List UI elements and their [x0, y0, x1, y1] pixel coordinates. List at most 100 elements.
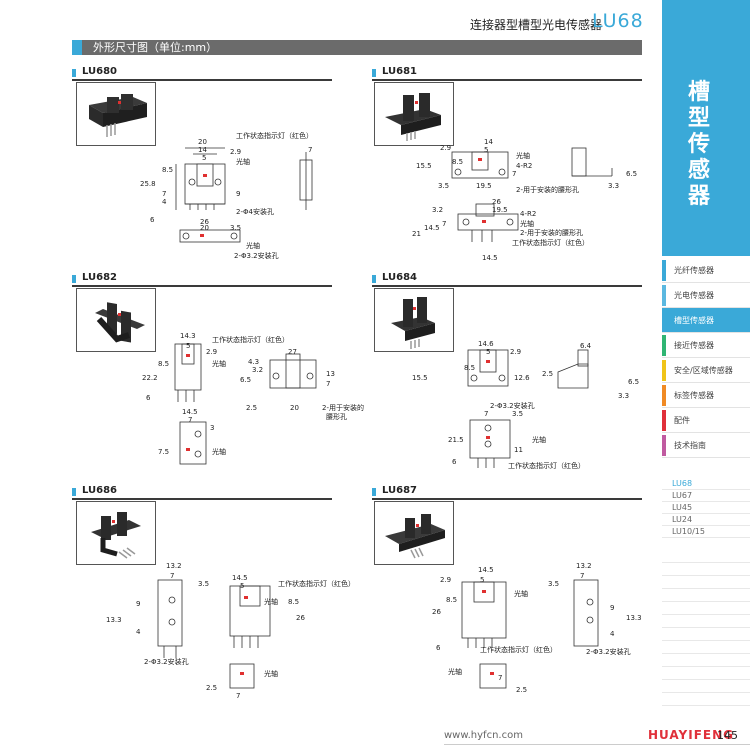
- dim-lu686-4: 13.3: [106, 616, 122, 624]
- dim-lu686-0: 13.2: [166, 562, 182, 570]
- dim-lu687-5: 6: [436, 644, 441, 652]
- sidebar-item[interactable]: 技术指南: [662, 433, 750, 458]
- dim-lu682-10: 13: [326, 370, 335, 378]
- sidebar-item-color-bar: [662, 335, 666, 356]
- label-slot-hole: 腰形孔: [326, 413, 347, 421]
- sidebar-item[interactable]: 光纤传感器: [662, 258, 750, 283]
- label-indicator: 工作状态指示灯（红色）: [508, 461, 585, 470]
- sidebar-item[interactable]: 安全/区域传感器: [662, 358, 750, 383]
- dim-lu682-5: 6: [146, 394, 151, 402]
- label-indicator: 工作状态指示灯（红色）: [480, 645, 557, 654]
- dimension-drawing-lu687: 14.5 2.9 5 8.5 26 6 13.2 7 3.5 9 13.3 4 …: [432, 562, 642, 694]
- dim-lu686-3: 9: [136, 600, 140, 608]
- dim-lu686-2: 3.5: [198, 580, 209, 588]
- sidebar-item-color-bar: [662, 310, 666, 331]
- page-number: 145: [717, 729, 738, 742]
- label-hole: 2-Φ3.2安装孔: [586, 647, 631, 656]
- sidebar-item-label: 槽型传感器: [674, 316, 714, 325]
- model-label: LU680: [82, 66, 118, 77]
- label-optical-axis: 光轴: [514, 589, 528, 598]
- dim-lu687-0: 14.5: [478, 566, 494, 574]
- sidebar-model-item[interactable]: LU45: [662, 502, 750, 514]
- dim-lu687-2: 5: [480, 576, 484, 584]
- dim-lu682-14: 14.5: [182, 408, 198, 416]
- dim-lu680-7: 4: [162, 198, 167, 206]
- dim-lu680-11: 20: [200, 224, 209, 232]
- dim-lu687-11: 4: [610, 630, 615, 638]
- dim-lu687-4: 26: [432, 608, 441, 616]
- sidebar-item-color-bar: [662, 285, 666, 306]
- dim-lu681-2: 2.9: [440, 144, 451, 152]
- dim-lu684-4: 15.5: [412, 374, 428, 382]
- dim-lu684-14: 6: [452, 458, 457, 466]
- product-photo-lu684: [374, 288, 454, 352]
- sidebar-model-item[interactable]: LU68: [662, 478, 750, 490]
- dim-lu682-12: 2.5: [246, 404, 257, 412]
- dim-lu682-15: 7: [188, 416, 192, 424]
- section-bar-accent: [72, 40, 82, 55]
- footer-brand-logo: HUAYIFENG: [648, 728, 734, 742]
- dimension-drawing-lu686: 13.2 7 3.5 9 13.3 4 14.5 5 8.5 26 2.5 7 …: [106, 562, 355, 700]
- section-bar: [72, 40, 642, 55]
- section-title: 外形尺寸图（单位:mm）: [93, 41, 218, 54]
- model-label: LU687: [382, 485, 418, 496]
- sidebar-model-item[interactable]: LU67: [662, 490, 750, 502]
- label-optical-axis: 光轴: [264, 597, 278, 606]
- sidebar-model-item[interactable]: LU10/15: [662, 526, 750, 538]
- dim-lu681-1: 5: [484, 146, 488, 154]
- sidebar-item-label: 配件: [674, 416, 690, 425]
- sidebar-item-label: 安全/区域传感器: [674, 366, 733, 375]
- label-indicator: 工作状态指示灯（红色）: [512, 238, 589, 247]
- footer-website[interactable]: www.hyfcn.com: [444, 730, 523, 741]
- dim-lu681-3: 8.5: [452, 158, 463, 166]
- dim-lu684-13: 11: [514, 446, 523, 454]
- model-label: LU686: [82, 485, 118, 496]
- product-photo-lu681: [374, 82, 454, 146]
- sidebar-model-item[interactable]: LU24: [662, 514, 750, 526]
- dim-lu682-11: 7: [326, 380, 330, 388]
- dim-lu686-8: 8.5: [288, 598, 299, 606]
- dim-lu680-0: 20: [198, 138, 207, 146]
- sidebar-item-label: 标签传感器: [674, 391, 714, 400]
- dim-lu686-6: 14.5: [232, 574, 248, 582]
- dim-lu686-9: 26: [296, 614, 305, 622]
- footer-divider: [444, 744, 750, 745]
- dim-lu680-4: 8.5: [162, 166, 173, 174]
- dim-lu682-6: 27: [288, 348, 297, 356]
- label-optical-axis: 光轴: [520, 219, 534, 228]
- dim-lu684-9: 3.3: [618, 392, 629, 400]
- model-label: LU682: [82, 272, 118, 283]
- dim-lu680-12: 3.5: [230, 224, 241, 232]
- label-hole: 2-Φ3.2安装孔: [144, 657, 189, 666]
- sidebar-item-color-bar: [662, 410, 666, 431]
- model-label: LU684: [382, 272, 418, 283]
- sidebar-item[interactable]: 光电传感器: [662, 283, 750, 308]
- dim-lu684-3: 8.5: [464, 364, 475, 372]
- sidebar-item-label: 接近传感器: [674, 341, 714, 350]
- dim-lu681-5: 7: [512, 170, 516, 178]
- dim-lu686-11: 7: [236, 692, 240, 700]
- dim-lu680-1: 14: [198, 146, 207, 154]
- dim-lu687-3: 8.5: [446, 596, 457, 604]
- dim-lu684-5: 12.6: [514, 374, 530, 382]
- sidebar-item-color-bar: [662, 385, 666, 406]
- label-indicator: 工作状态指示灯（红色）: [278, 579, 355, 588]
- sidebar-item[interactable]: 配件: [662, 408, 750, 433]
- label-optical-axis: 光轴: [246, 241, 260, 250]
- sidebar-item[interactable]: 接近传感器: [662, 333, 750, 358]
- dim-lu681-7: 19.5: [476, 182, 492, 190]
- sidebar-item-label: 光纤传感器: [674, 266, 714, 275]
- sidebar-item[interactable]: 槽型传感器: [662, 308, 750, 333]
- dim-lu682-16: 3: [210, 424, 214, 432]
- dim-lu684-11: 3.5: [512, 410, 523, 418]
- dimension-drawing-lu684: 14.6 5 2.9 8.5 15.5 12.6 6.4 2.5 6.5 3.3…: [412, 340, 639, 470]
- sidebar-item[interactable]: 标签传感器: [662, 383, 750, 408]
- dimension-drawing-lu681: 14 5 2.9 8.5 15.5 7 3.5 19.5 6.5 3.3 26 …: [412, 138, 637, 262]
- dimension-drawing-lu680: 20 14 5 2.9 8.5 25.8 7 4 6 9 26 20 3.5 7…: [140, 131, 313, 260]
- dim-lu681-16: 14.5: [482, 254, 498, 262]
- product-photo-lu687: [374, 501, 454, 565]
- product-photo-lu686: [76, 501, 156, 565]
- dim-lu684-2: 2.9: [510, 348, 521, 356]
- dim-lu682-7: 4.3: [248, 358, 259, 366]
